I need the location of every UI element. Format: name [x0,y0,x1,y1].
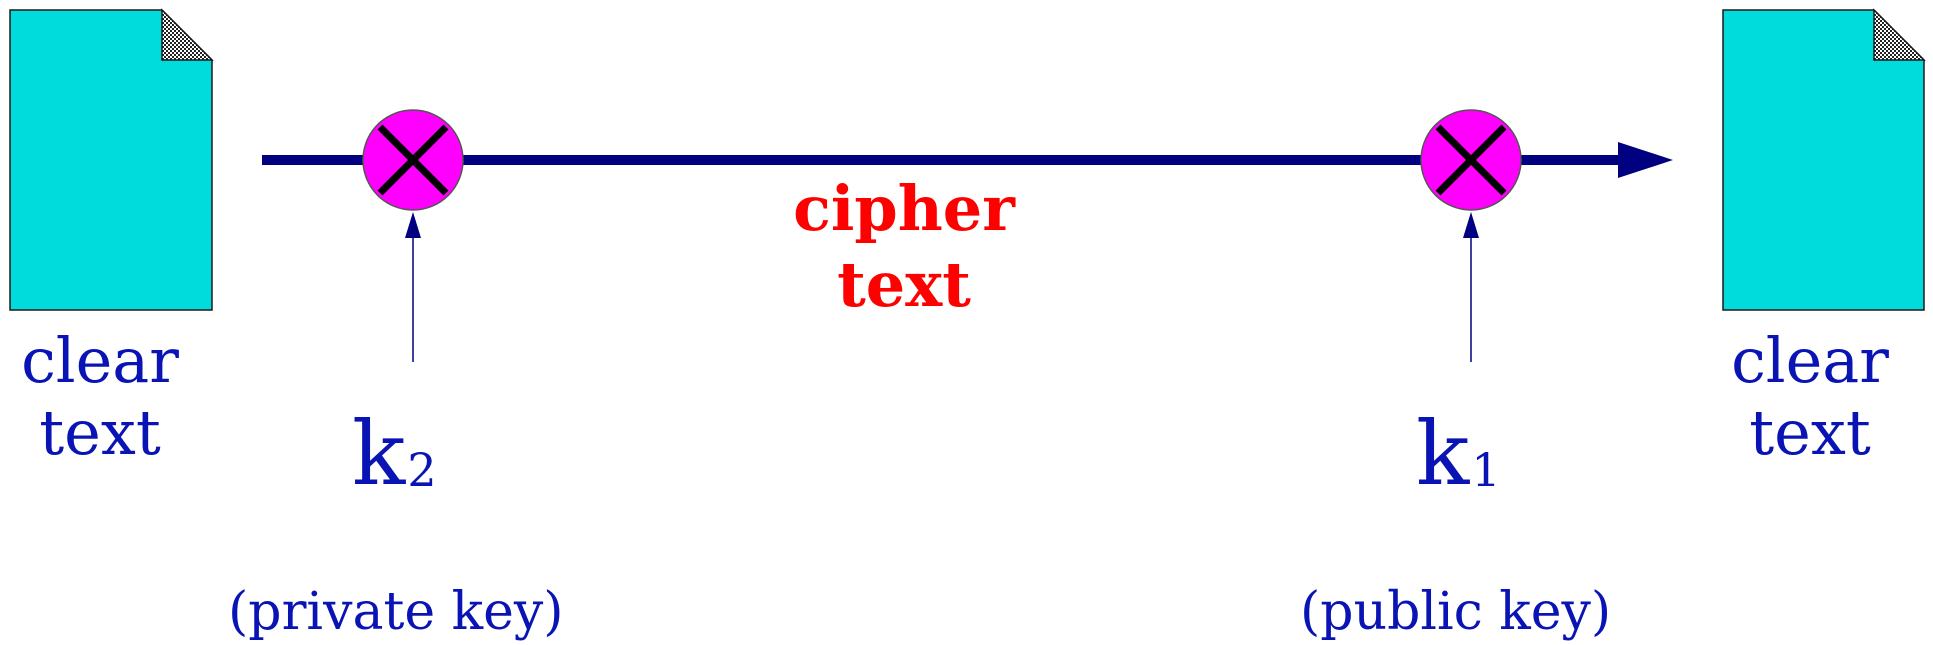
left-key-label: k2 [352,410,437,498]
channel-arrow [262,142,1673,178]
cipher-line1: cipher [793,172,1015,245]
right-clear-line1: clear [1731,324,1889,397]
left-clear-line2: text [39,396,161,469]
right-key-subscript: 1 [1471,443,1501,498]
left-key-arrow [405,212,421,362]
left-document-icon [9,8,214,311]
right-key-arrow [1463,212,1479,362]
right-clear-line2: text [1749,396,1871,469]
cipher-line2: text [837,248,971,321]
left-key-symbol: k [352,402,406,505]
right-key-symbol: k [1416,402,1470,505]
private-key-caption: (private key) [228,582,564,642]
right-circled-times-icon [1420,109,1522,211]
left-key-subscript: 2 [407,443,437,498]
right-clear-label: clear text [1720,330,1900,464]
left-clear-line1: clear [21,324,179,397]
left-circled-times-icon [362,109,464,211]
public-key-caption: (public key) [1300,582,1612,642]
cipher-text-label: cipher text [754,178,1054,316]
left-clear-label: clear text [10,330,190,464]
right-key-label: k1 [1416,410,1501,498]
right-document-icon [1722,8,1926,311]
